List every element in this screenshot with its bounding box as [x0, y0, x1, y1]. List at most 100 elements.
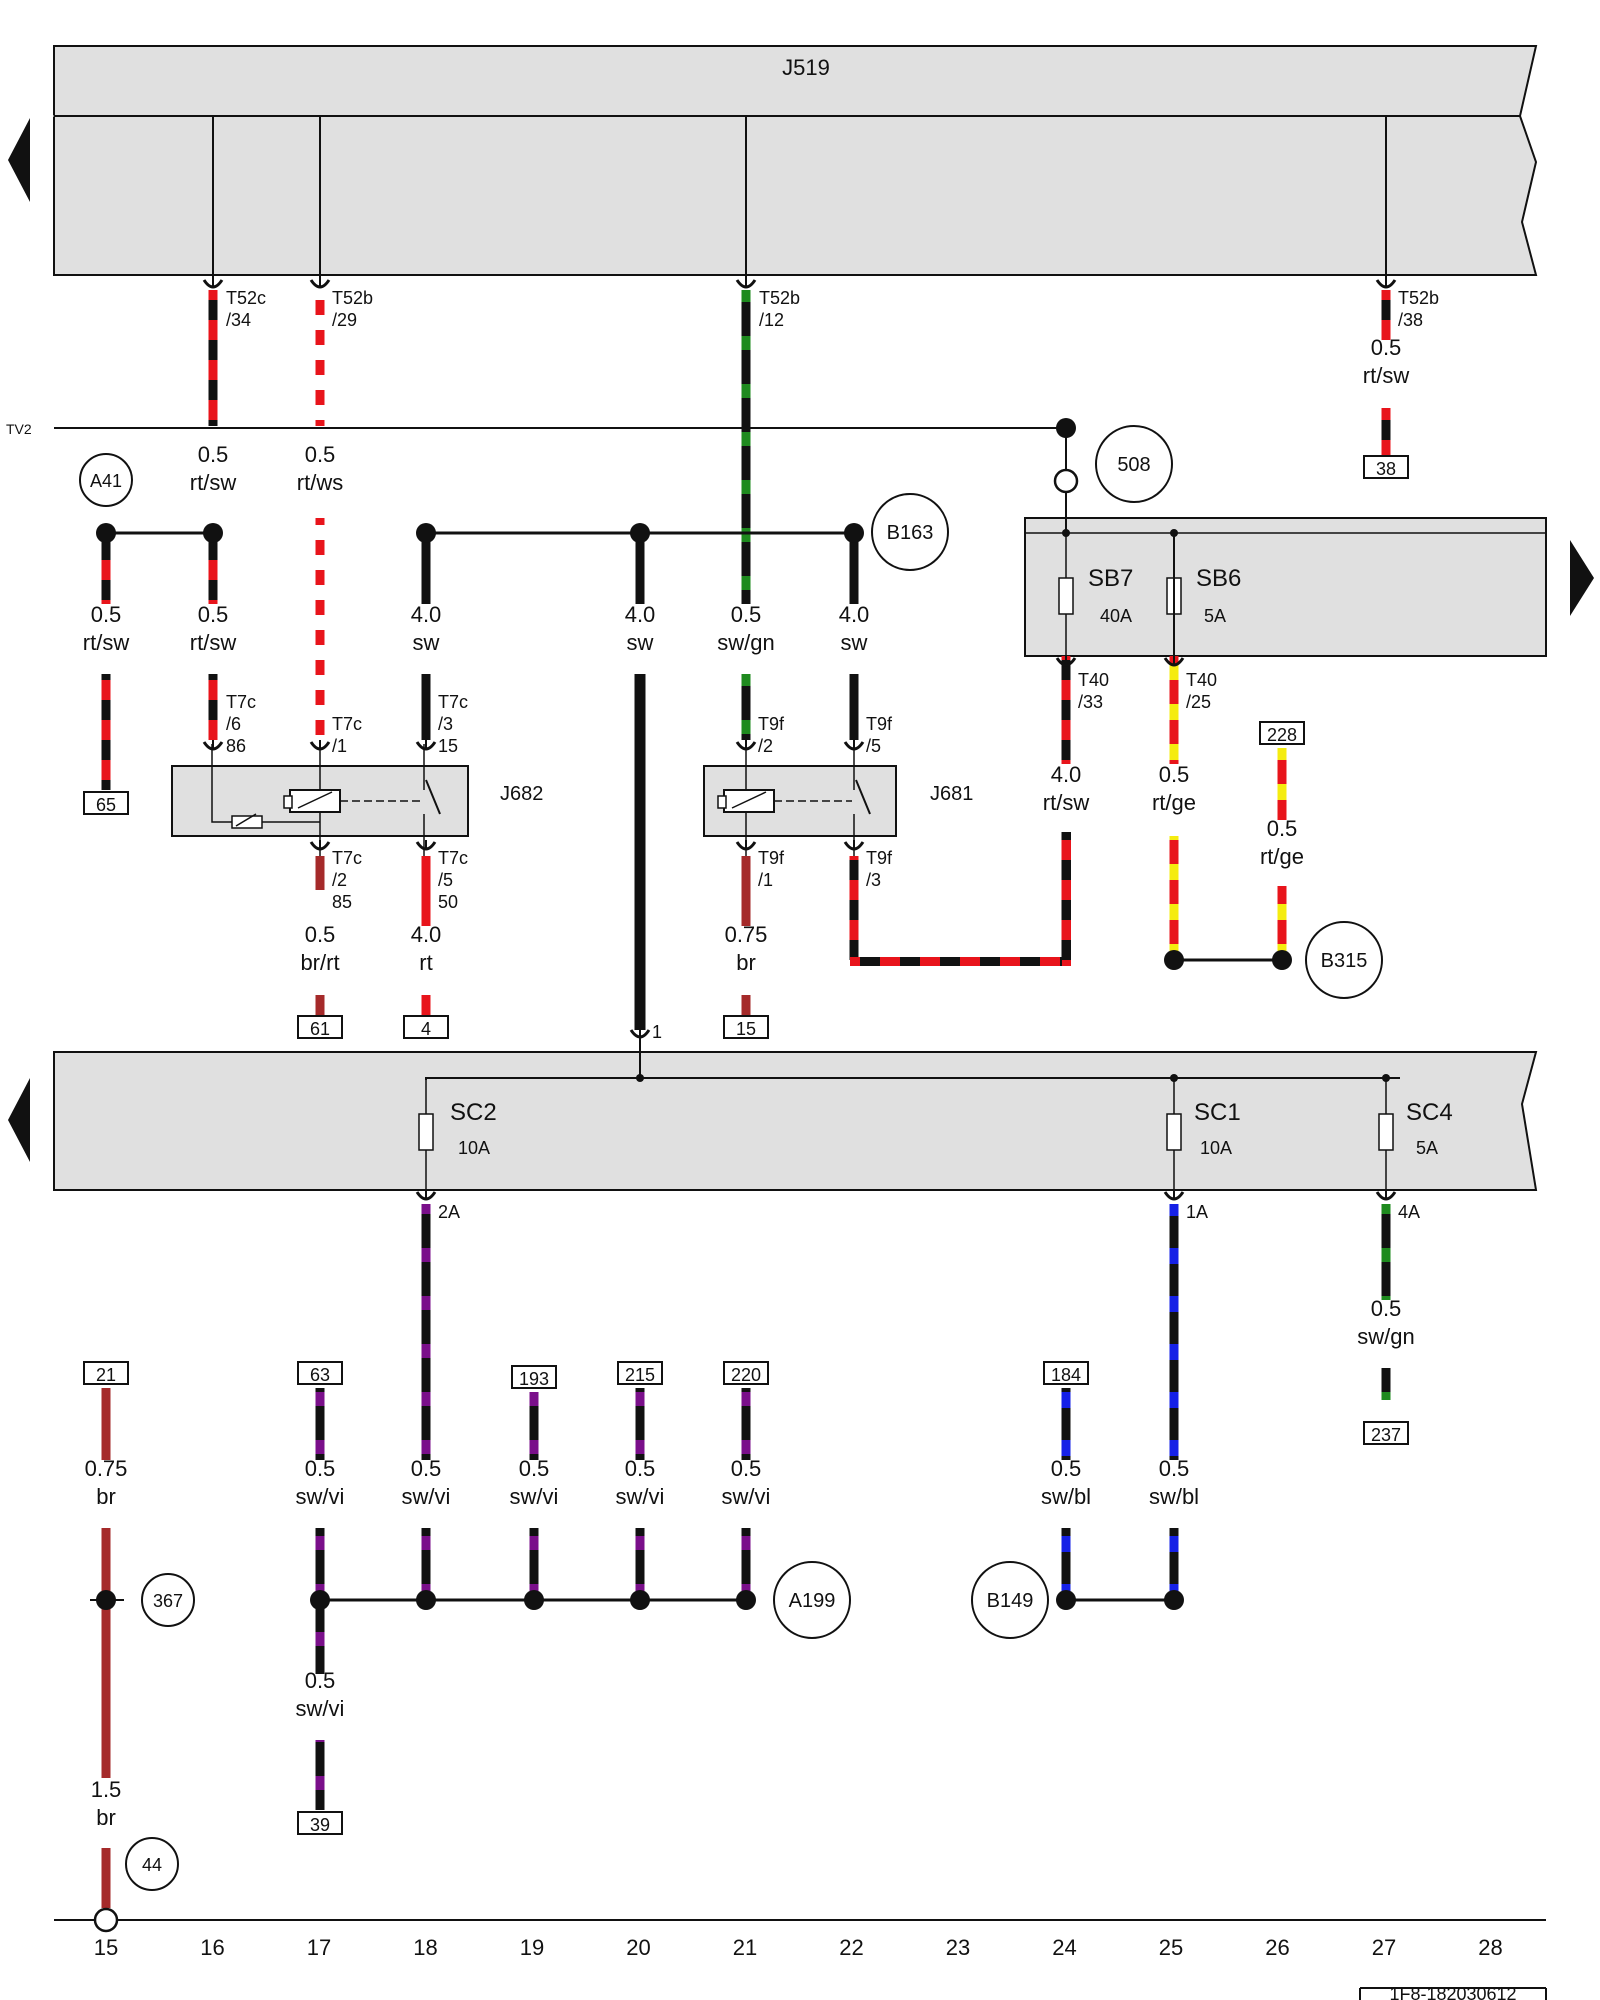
wire-color-label: sw/vi [616, 1484, 665, 1509]
conn-t7c-6-c: 86 [226, 736, 246, 756]
conn-t7c-6-b: /6 [226, 714, 241, 734]
reference-box: 61 [297, 1015, 343, 1039]
svg-text:184: 184 [1051, 1365, 1081, 1385]
fuse-sc4-rating: 5A [1416, 1138, 1438, 1158]
wire-segment [1381, 1368, 1391, 1400]
wire-size-label: 0.75 [725, 922, 768, 947]
wire-size-label: 0.5 [731, 602, 762, 627]
conn-t9f-5-a: T9f [866, 714, 893, 734]
wire-segment [741, 1388, 751, 1460]
wire-segment [315, 856, 325, 890]
column-number: 22 [839, 1935, 863, 1960]
sc-fuse-panel [8, 1051, 1538, 1191]
pin-1: 1 [652, 1022, 662, 1042]
ground-point-b163: B163 [871, 493, 949, 571]
svg-text:65: 65 [96, 795, 116, 815]
wire-segment [849, 856, 859, 960]
wire-segment [421, 533, 431, 604]
wire-segment [1381, 290, 1391, 340]
wire-segment [101, 1848, 111, 1908]
wire-size-label: 0.5 [91, 602, 122, 627]
wire-size-label: 0.5 [731, 1456, 762, 1481]
conn-t52b-38-a: T52b [1398, 288, 1439, 308]
conn-t9f-2-b: /2 [758, 736, 773, 756]
connector-labels: T52c /34 T52b /29 T52b /12 T52b /38 T7c … [226, 288, 1439, 1222]
reference-box: 4 [403, 1015, 449, 1039]
reference-box: 39 [297, 1811, 343, 1835]
j519-panel: J519 [0, 45, 1538, 276]
conn-t52b-38-b: /38 [1398, 310, 1423, 330]
svg-text:B163: B163 [887, 522, 934, 544]
wire-segment [1061, 656, 1071, 764]
column-number: 16 [200, 1935, 224, 1960]
conn-t40-33-a: T40 [1078, 670, 1109, 690]
wire-segment [315, 1600, 325, 1674]
reference-box: 237 [1363, 1421, 1409, 1445]
column-number: 19 [520, 1935, 544, 1960]
column-number: 25 [1159, 1935, 1183, 1960]
wire-segment [529, 1392, 539, 1460]
wire-segment [635, 1388, 645, 1460]
reference-box: 220 [723, 1361, 769, 1385]
pin-1a: 1A [1186, 1202, 1208, 1222]
ground-point-a41: A41 [79, 453, 133, 507]
wire-segment [315, 290, 325, 426]
svg-text:B149: B149 [987, 1590, 1034, 1612]
column-number: 20 [626, 1935, 650, 1960]
wire-segment [849, 533, 859, 604]
conn-t7c-2-a: T7c [332, 848, 362, 868]
conn-t40-33-b: /33 [1078, 692, 1103, 712]
wire-segment [741, 1528, 751, 1600]
svg-text:367: 367 [153, 1591, 183, 1611]
svg-text:44: 44 [142, 1855, 162, 1875]
fuse-sc1: SC1 [1194, 1099, 1241, 1126]
conn-t9f-2-a: T9f [758, 714, 785, 734]
relay-j681: J681 [703, 744, 973, 856]
wire-segment [1169, 836, 1179, 960]
wire-segment [1381, 408, 1391, 460]
wire-segment [635, 533, 645, 604]
conn-t52b-29-a: T52b [332, 288, 373, 308]
wire-size-label: 0.5 [1051, 1456, 1082, 1481]
wire-size-label: 0.5 [305, 442, 336, 467]
j682-label: J682 [500, 783, 543, 805]
wire-segment [315, 1528, 325, 1600]
wire-segment [315, 1740, 325, 1810]
wire-size-label: 1.5 [91, 1777, 122, 1802]
wire-size-label: 0.5 [1371, 1296, 1402, 1321]
wire-size-label: 0.75 [85, 1456, 128, 1481]
wire-color-label: br/rt [300, 950, 339, 975]
column-number: 27 [1372, 1935, 1396, 1960]
column-number: 17 [307, 1935, 331, 1960]
right-arrow [1570, 540, 1594, 616]
conn-t52b-12-b: /12 [759, 310, 784, 330]
wire-segment [208, 290, 218, 426]
column-number: 24 [1052, 1935, 1076, 1960]
wire-color-label: rt/ws [297, 470, 343, 495]
wire-segment [1061, 1528, 1071, 1600]
wire-segment [421, 1528, 431, 1600]
conn-t7c-1-b: /1 [332, 736, 347, 756]
wire-segment [101, 1528, 111, 1600]
wire-segment [1061, 1388, 1071, 1460]
wire-segment [1169, 656, 1179, 764]
pin-4a: 4A [1398, 1202, 1420, 1222]
wire-color-label: sw/vi [722, 1484, 771, 1509]
svg-text:4: 4 [421, 1019, 431, 1039]
wire-segment [101, 533, 111, 604]
column-number: 26 [1265, 1935, 1289, 1960]
wire-color-label: br [736, 950, 756, 975]
wire-segment [421, 856, 431, 926]
terminal-layer [202, 278, 1397, 1201]
wire-size-label: 0.5 [198, 442, 229, 467]
conn-t9f-3-b: /3 [866, 870, 881, 890]
wire-size-label: 0.5 [519, 1456, 550, 1481]
conn-t52c-34-a: T52c [226, 288, 266, 308]
thin-wires [54, 116, 1547, 2000]
fuse-sc2: SC2 [450, 1099, 497, 1126]
wire-segment [635, 1528, 645, 1600]
svg-text:38: 38 [1376, 459, 1396, 479]
svg-text:237: 237 [1371, 1425, 1401, 1445]
wire-color-label: sw/vi [510, 1484, 559, 1509]
